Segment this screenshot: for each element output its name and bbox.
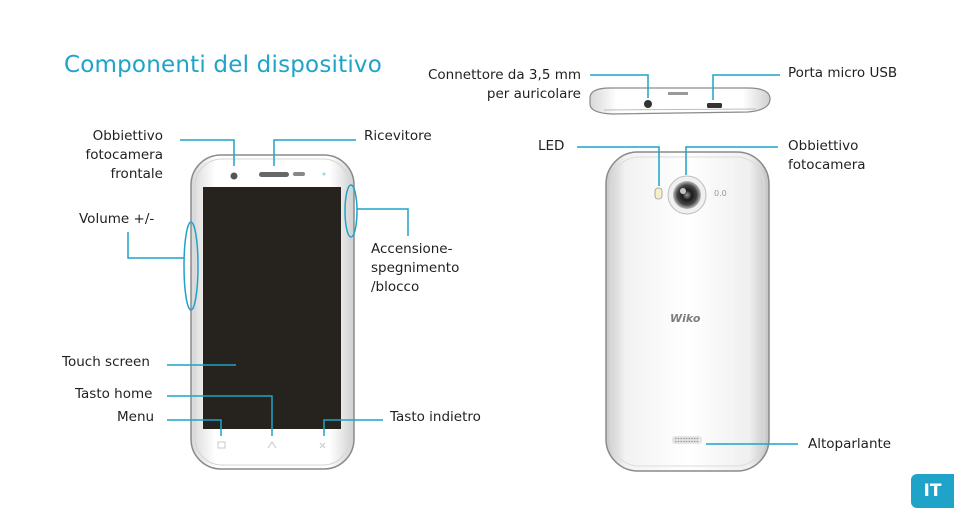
top-edge-view xyxy=(589,87,771,115)
label-receiver: Ricevitore xyxy=(364,128,432,144)
callout-lines xyxy=(127,74,798,445)
label-menu-key: Menu xyxy=(117,409,155,425)
label-touch-screen: Touch screen xyxy=(62,354,150,370)
front-phone xyxy=(183,154,358,470)
led-flash xyxy=(654,187,663,200)
front-camera-dot xyxy=(230,172,238,180)
label-back-key: Tasto indietro xyxy=(390,409,481,425)
label-front-camera: Obbiettivo fotocamera frontale xyxy=(85,128,163,182)
rear-lens xyxy=(673,181,701,209)
svg-text:0.0: 0.0 xyxy=(714,189,727,198)
headphone-jack xyxy=(644,100,652,108)
page-title: Componenti del dispositivo xyxy=(64,52,382,78)
label-headphone-jack: Connettore da 3,5 mm per auricolare xyxy=(428,67,581,102)
label-usb-port: Porta micro USB xyxy=(788,65,898,81)
home-key-icon xyxy=(267,441,277,449)
back-key-icon xyxy=(319,442,326,449)
back-phone: 0.0 xyxy=(605,151,770,472)
label-speaker: Altoparlante xyxy=(808,436,892,452)
speaker-grille xyxy=(672,436,702,444)
label-rear-camera: Obbiettivo fotocamera xyxy=(788,138,866,173)
label-volume: Volume +/- xyxy=(79,211,155,227)
brand-logo: Wiko xyxy=(670,312,701,325)
label-power: Accensione- spegnimento /blocco xyxy=(371,241,460,295)
label-home-key: Tasto home xyxy=(75,386,153,402)
usb-port xyxy=(707,103,722,108)
label-led: LED xyxy=(538,138,565,154)
front-screen xyxy=(203,187,341,429)
language-badge: IT xyxy=(911,474,954,508)
power-highlight xyxy=(344,184,358,238)
menu-key-icon xyxy=(217,441,226,449)
volume-highlight xyxy=(183,221,199,311)
receiver-slot xyxy=(259,172,289,177)
